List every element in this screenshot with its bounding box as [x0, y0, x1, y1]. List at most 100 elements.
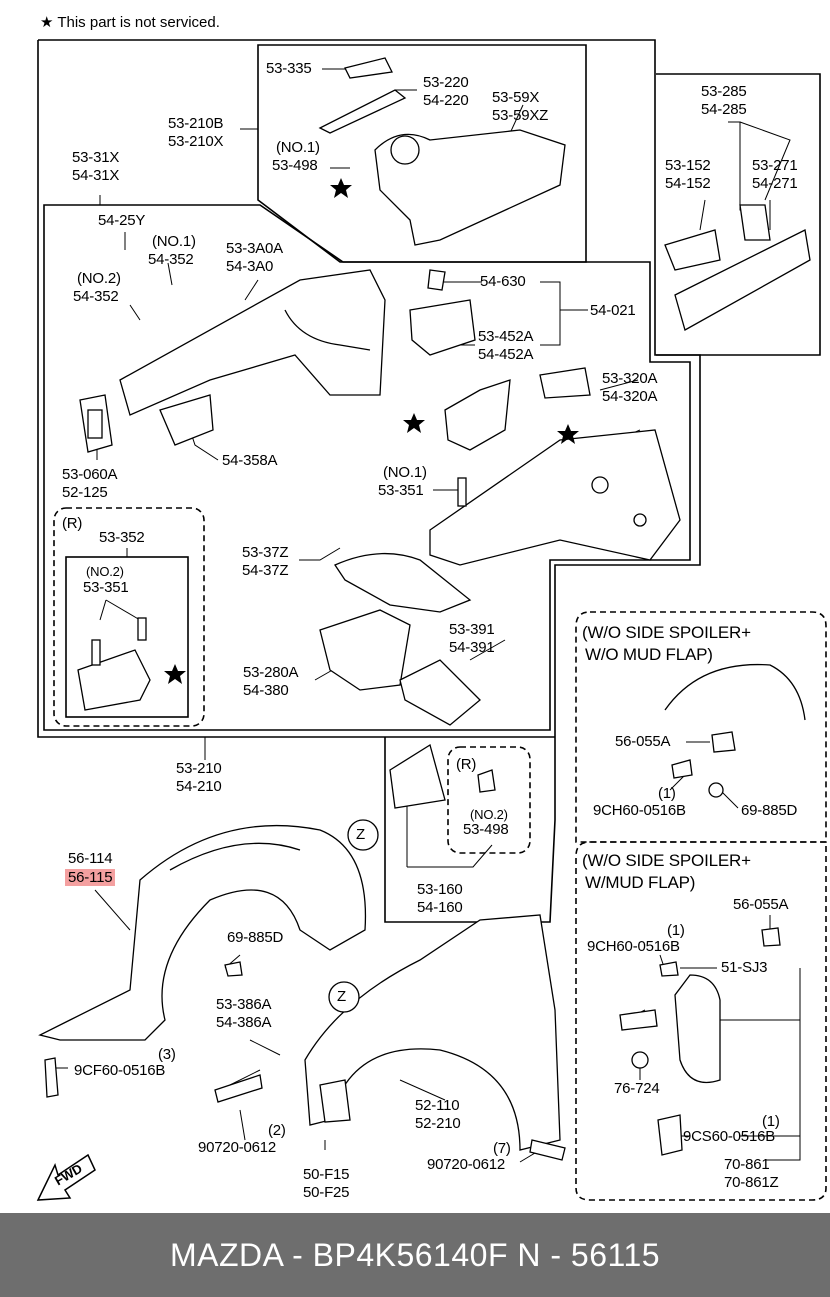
- part-rail-right: [674, 229, 811, 331]
- star-icon: [164, 664, 186, 684]
- label-70-861z: 70-861Z: [724, 1174, 779, 1191]
- label-53-391: 53-391: [449, 621, 495, 638]
- label-54-285: 54-285: [701, 101, 747, 118]
- label-53-452a: 53-452A: [478, 328, 534, 345]
- label-54-352: 54-352: [73, 288, 119, 305]
- inner-subgroup-frame: [43, 204, 691, 731]
- label-54-31x: 54-31X: [72, 167, 120, 184]
- diagram-drawing: [36, 39, 827, 1201]
- zoom-circle-1: [347, 819, 379, 851]
- footer-bar: MAZDA - BP4K56140F N - 56115: [0, 1213, 830, 1297]
- label-qty-1: (1): [658, 785, 676, 802]
- right-subgroup-frame: [656, 73, 821, 356]
- label-53-352: 53-352: [99, 529, 145, 546]
- label-no2: (NO.2): [86, 564, 124, 579]
- outer-frame: [37, 39, 701, 923]
- label-54-630: 54-630: [480, 273, 526, 290]
- label-53-59x: 53-59X: [492, 89, 540, 106]
- section-wo-spoiler-title: (W/O SIDE SPOILER+: [582, 623, 751, 642]
- part-56-055a-clip: [711, 731, 736, 753]
- part-69-885d-small: [708, 782, 724, 798]
- label-53-285: 53-285: [701, 83, 747, 100]
- label-54-352: 54-352: [148, 251, 194, 268]
- part-50-f15: [319, 1079, 351, 1123]
- part-53-160: [389, 743, 446, 809]
- label-53-335: 53-335: [266, 60, 312, 77]
- label-54-160: 54-160: [417, 899, 463, 916]
- label-53-320a: 53-320A: [602, 370, 658, 387]
- label-no2: (NO.2): [77, 270, 121, 287]
- part-69-885d-clip: [224, 961, 243, 977]
- label-53-210: 53-210: [176, 760, 222, 777]
- zoom-label-z: Z: [337, 988, 346, 1005]
- w-mud-flap-dashed-box: [575, 841, 827, 1201]
- part-54-358a: [159, 394, 214, 446]
- label-54-391: 54-391: [449, 639, 495, 656]
- label-9cf60-0516b: 9CF60-0516B: [74, 1062, 166, 1079]
- part-53-320a: [429, 429, 681, 566]
- footer-caption: MAZDA - BP4K56140F N - 56115: [169, 1237, 661, 1273]
- label-53-351: 53-351: [83, 579, 129, 596]
- section-w-mud-flap-subtitle: W/MUD FLAP): [585, 873, 696, 892]
- label-53-220: 53-220: [423, 74, 469, 91]
- label-53-37z: 53-37Z: [242, 544, 289, 561]
- label-54-210: 54-210: [176, 778, 222, 795]
- label-56-115-highlight: 56-115: [65, 869, 116, 887]
- fwd-arrow-icon: [36, 1153, 96, 1201]
- part-56-055a-small: [761, 927, 781, 947]
- label-76-724: 76-724: [614, 1080, 660, 1097]
- not-serviced-note: ★ This part is not serviced.: [40, 14, 220, 31]
- label-53-498: 53-498: [463, 821, 509, 838]
- label-52-125: 52-125: [62, 484, 108, 501]
- label-54-152: 54-152: [665, 175, 711, 192]
- label-50-f15: 50-F15: [303, 1166, 350, 1183]
- label-53-160: 53-160: [417, 881, 463, 898]
- part-bolt-c: [619, 1009, 658, 1031]
- part-53-37z: [334, 552, 472, 613]
- label-54-3a0: 54-3A0: [226, 258, 274, 275]
- part-fender-arc: [664, 663, 806, 721]
- label-9cs60-0516b: 9CS60-0516B: [683, 1128, 776, 1145]
- part-mudguard: [38, 824, 367, 1041]
- label-69-885d: 69-885D: [227, 929, 284, 946]
- label-54-25y: 54-25Y: [98, 212, 146, 229]
- label-69-885d: 69-885D: [741, 802, 798, 819]
- star-icon: [330, 178, 352, 198]
- label-53-386a: 53-386A: [216, 996, 272, 1013]
- label-no1: (NO.1): [276, 139, 320, 156]
- label-54-380: 54-380: [243, 682, 289, 699]
- label-9ch60-0516b: 9CH60-0516B: [587, 938, 680, 955]
- label-no2: (NO.2): [470, 807, 508, 822]
- label-r: (R): [62, 515, 83, 532]
- part-53-320a-bracket: [539, 367, 591, 399]
- part-51-sj3: [659, 961, 679, 977]
- part-bolt-a: [214, 1074, 263, 1103]
- label-53-59xz: 53-59XZ: [492, 107, 549, 124]
- part-53-271: [739, 204, 771, 241]
- label-54-220: 54-220: [423, 92, 469, 109]
- label-qty-7: (7): [493, 1140, 511, 1157]
- label-52-210: 52-210: [415, 1115, 461, 1132]
- label-56-055a: 56-055A: [733, 896, 789, 913]
- part-bolt-e: [44, 1057, 59, 1098]
- part-apron-main: [119, 269, 386, 416]
- section-w-mud-flap-title: (W/O SIDE SPOILER+: [582, 851, 751, 870]
- label-70-861: 70-861: [724, 1156, 770, 1173]
- label-56-055a: 56-055A: [615, 733, 671, 750]
- part-rail-upper: [318, 89, 407, 134]
- label-53-498: 53-498: [272, 157, 318, 174]
- label-54-37z: 54-37Z: [242, 562, 289, 579]
- label-53-060a: 53-060A: [62, 466, 118, 483]
- label-no1: (NO.1): [383, 464, 427, 481]
- highlighted-part-number: 56-115: [65, 869, 116, 886]
- part-53-498-r: [477, 769, 496, 793]
- label-53-31x: 53-31X: [72, 149, 120, 166]
- label-53-280a: 53-280A: [243, 664, 299, 681]
- part-bolt-d: [657, 1114, 683, 1156]
- label-50-f25: 50-F25: [303, 1184, 350, 1201]
- label-54-271: 54-271: [752, 175, 798, 192]
- label-54-452a: 54-452A: [478, 346, 534, 363]
- label-56-114: 56-114: [68, 850, 113, 867]
- part-fender: [304, 914, 561, 1151]
- label-qty-1: (1): [762, 1113, 780, 1130]
